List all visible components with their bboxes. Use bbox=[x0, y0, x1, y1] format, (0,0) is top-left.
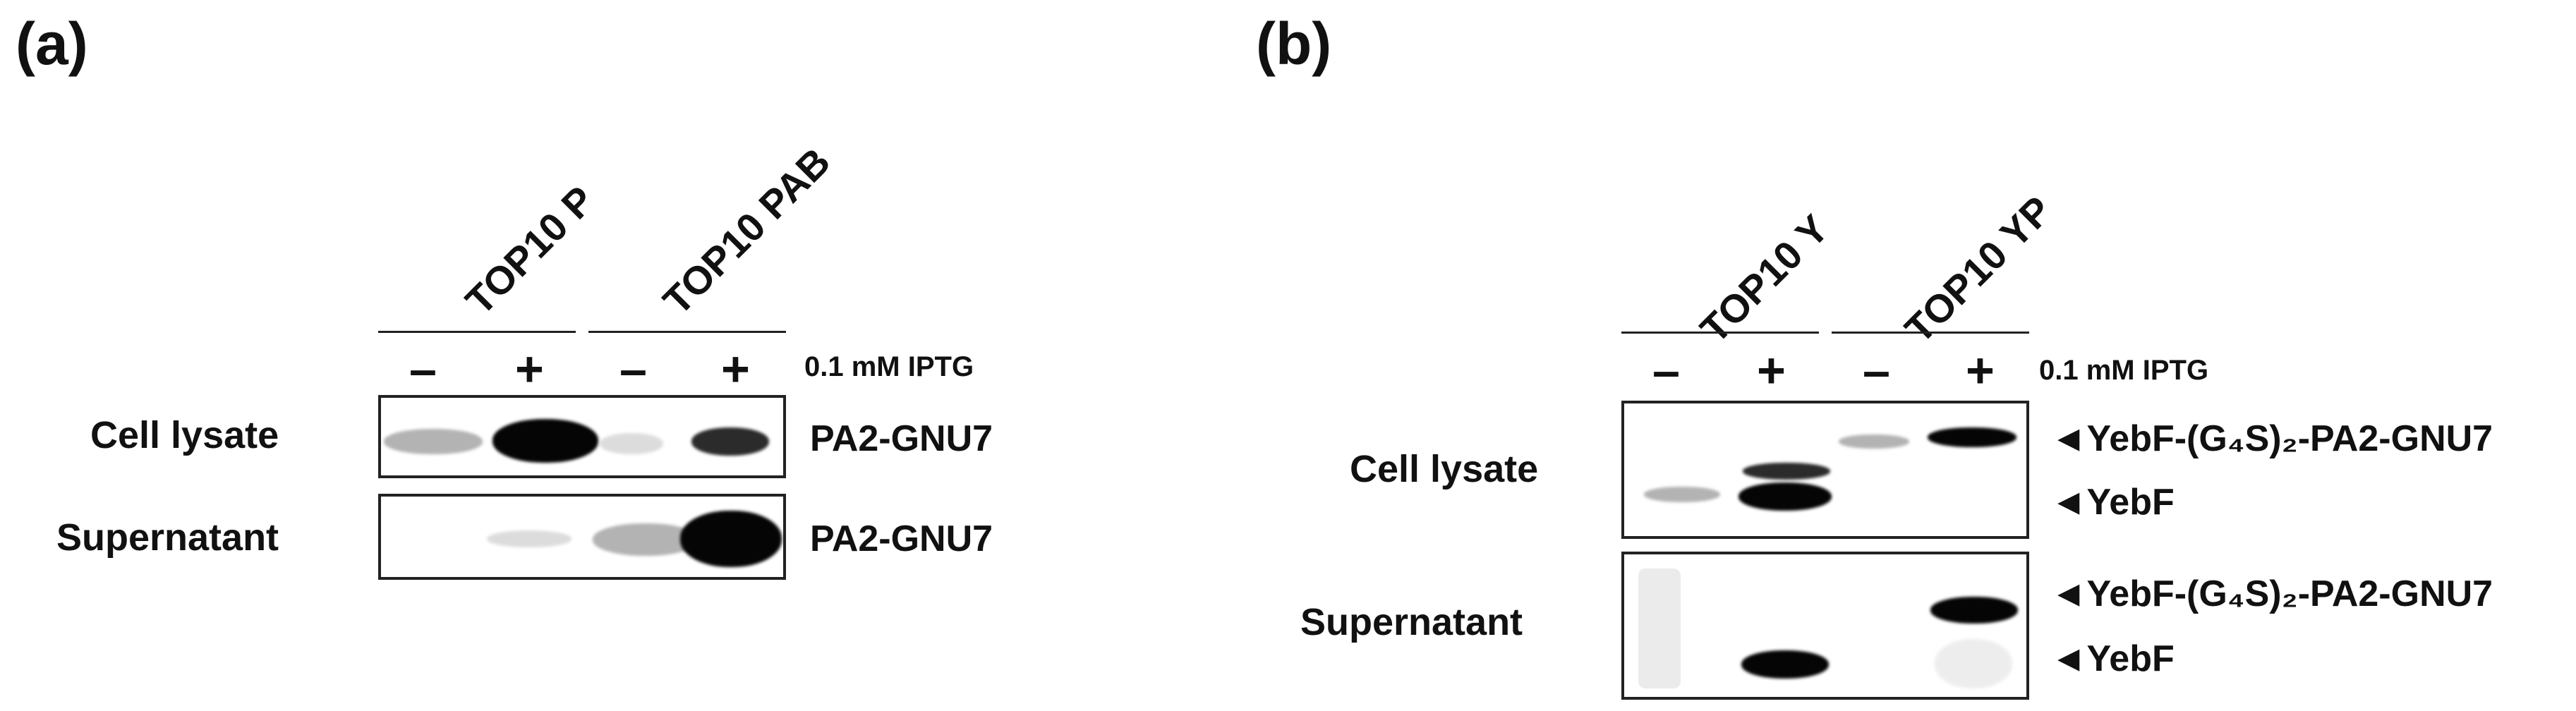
iptg-label-b: 0.1 mM IPTG bbox=[2039, 355, 2209, 386]
blot-a-supernatant bbox=[378, 494, 786, 580]
panel-a-label: (a) bbox=[16, 11, 88, 77]
band-label-b-supernatant-1: ◄YebF-(G₄S)₂-PA2-GNU7 bbox=[2050, 573, 2493, 614]
blot-a-cell-lysate bbox=[378, 395, 786, 478]
blot-b-cell-lysate bbox=[1621, 401, 2029, 539]
lane-sign-a-4: + bbox=[721, 341, 750, 396]
strain-underline-top10-p bbox=[378, 331, 576, 333]
row-label-cell-lysate-a: Cell lysate bbox=[90, 414, 279, 456]
strain-label-top10-y: TOP10 Y bbox=[1691, 206, 1837, 352]
band-a-super-lane4 bbox=[680, 511, 782, 567]
lane-sign-a-2: + bbox=[515, 341, 544, 396]
band-b-lysate-lane4 bbox=[1928, 427, 2016, 447]
strain-underline-top10-pab bbox=[588, 331, 786, 333]
lane-sign-b-2: + bbox=[1757, 343, 1786, 398]
band-label-b-lysate-2: ◄YebF bbox=[2050, 482, 2175, 523]
band-b-lysate-lane2-upper bbox=[1743, 463, 1830, 480]
lane-sign-a-1: – bbox=[409, 341, 437, 396]
band-label-b-supernatant-2: ◄YebF bbox=[2050, 638, 2175, 679]
strain-underline-top10-y bbox=[1621, 332, 1819, 334]
lane-sign-b-3: – bbox=[1863, 343, 1890, 398]
iptg-label-a: 0.1 mM IPTG bbox=[804, 351, 974, 382]
row-label-supernatant-a: Supernatant bbox=[56, 516, 279, 559]
band-a-super-lane2 bbox=[487, 530, 572, 547]
band-label-a-supernatant: PA2-GNU7 bbox=[810, 518, 993, 559]
strain-label-top10-pab: TOP10 PAB bbox=[654, 139, 839, 324]
band-label-b-lysate-1: ◄YebF-(G₄S)₂-PA2-GNU7 bbox=[2050, 418, 2493, 459]
band-b-lysate-lane2-lower bbox=[1739, 482, 1832, 511]
band-a-lysate-lane1 bbox=[384, 429, 483, 454]
band-label-a-lysate: PA2-GNU7 bbox=[810, 418, 993, 459]
band-a-lysate-lane4 bbox=[691, 427, 769, 456]
lane-sign-a-3: – bbox=[619, 341, 647, 396]
band-b-lysate-lane1 bbox=[1644, 487, 1720, 502]
lane-sign-b-4: + bbox=[1966, 343, 1995, 398]
band-a-lysate-lane3 bbox=[600, 433, 663, 454]
band-b-super-lane2 bbox=[1741, 650, 1829, 679]
band-b-super-lane4 bbox=[1930, 597, 2018, 624]
band-b-super-lane4-smear bbox=[1935, 639, 2012, 688]
strain-underline-top10-yp bbox=[1832, 332, 2029, 334]
blot-b-supernatant bbox=[1621, 552, 2029, 700]
panel-b-label: (b) bbox=[1256, 11, 1332, 77]
lane-sign-b-1: – bbox=[1652, 343, 1680, 398]
band-b-super-background bbox=[1638, 569, 1681, 688]
row-label-supernatant-b: Supernatant bbox=[1300, 601, 1523, 643]
band-b-lysate-lane3 bbox=[1839, 435, 1909, 449]
row-label-cell-lysate-b: Cell lysate bbox=[1350, 448, 1539, 490]
strain-label-top10-yp: TOP10 YP bbox=[1896, 187, 2060, 352]
strain-label-top10-p: TOP10 P bbox=[456, 177, 603, 324]
band-a-lysate-lane2 bbox=[492, 419, 598, 463]
